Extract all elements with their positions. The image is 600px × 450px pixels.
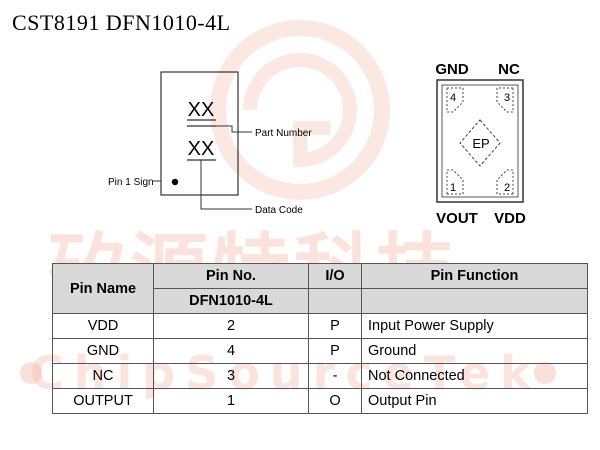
cell-pin-no: 2 xyxy=(153,313,309,339)
table-row: GND 4 P Ground xyxy=(52,338,588,364)
pin-function-table: Pin Name Pin No. I/O Pin Function DFN101… xyxy=(52,263,588,414)
header-package: DFN1010-4L xyxy=(153,288,309,314)
chip-outline xyxy=(160,71,239,196)
exposed-pad-label: EP xyxy=(472,136,489,151)
table-row: OUTPUT 1 O Output Pin xyxy=(52,388,588,414)
cell-pin-name: NC xyxy=(52,363,154,389)
header-pin-name: Pin Name xyxy=(52,263,154,314)
cell-io: O xyxy=(308,388,362,414)
data-code-label: Data Code xyxy=(255,205,303,216)
cell-pin-no: 1 xyxy=(153,388,309,414)
pad-3 xyxy=(496,87,514,113)
cell-pin-name: GND xyxy=(52,338,154,364)
table-row: NC 3 - Not Connected xyxy=(52,363,588,389)
pad-number-3: 3 xyxy=(504,92,510,104)
cell-function: Ground xyxy=(361,338,588,364)
cell-function: Not Connected xyxy=(361,363,588,389)
pin-label-gnd: GND xyxy=(435,61,469,78)
pad-number-1: 1 xyxy=(450,182,456,194)
table-row: VDD 2 P Input Power Supply xyxy=(52,313,588,339)
pad-2 xyxy=(496,169,514,195)
marking-line-2: XX xyxy=(188,138,215,160)
pad-number-2: 2 xyxy=(504,182,510,194)
pad-number-4: 4 xyxy=(450,92,456,104)
pin1-sign-label: Pin 1 Sign xyxy=(108,177,154,188)
cell-pin-name: VDD xyxy=(52,313,154,339)
pin-label-vout: VOUT xyxy=(436,210,478,227)
cell-function: Output Pin xyxy=(361,388,588,414)
header-io-blank xyxy=(308,288,362,314)
pin-label-vdd: VDD xyxy=(494,210,526,227)
pad-4 xyxy=(446,87,464,113)
pin-label-nc: NC xyxy=(498,61,520,78)
cell-pin-no: 4 xyxy=(153,338,309,364)
cell-io: P xyxy=(308,313,362,339)
header-pin-function: Pin Function xyxy=(361,263,588,289)
page-title: CST8191 DFN1010-4L xyxy=(12,10,231,35)
pin1-dot xyxy=(171,178,179,186)
header-function-blank xyxy=(361,288,588,314)
cell-pin-name: OUTPUT xyxy=(52,388,154,414)
marking-line-1: XX xyxy=(188,99,215,121)
cell-function: Input Power Supply xyxy=(361,313,588,339)
part-number-label: Part Number xyxy=(255,128,312,139)
header-pin-no: Pin No. xyxy=(153,263,309,289)
package-outline xyxy=(436,79,524,203)
cell-io: P xyxy=(308,338,362,364)
pad-1 xyxy=(446,169,464,195)
cell-pin-no: 3 xyxy=(153,363,309,389)
header-io: I/O xyxy=(308,263,362,289)
exposed-pad xyxy=(459,119,501,167)
cell-io: - xyxy=(308,363,362,389)
